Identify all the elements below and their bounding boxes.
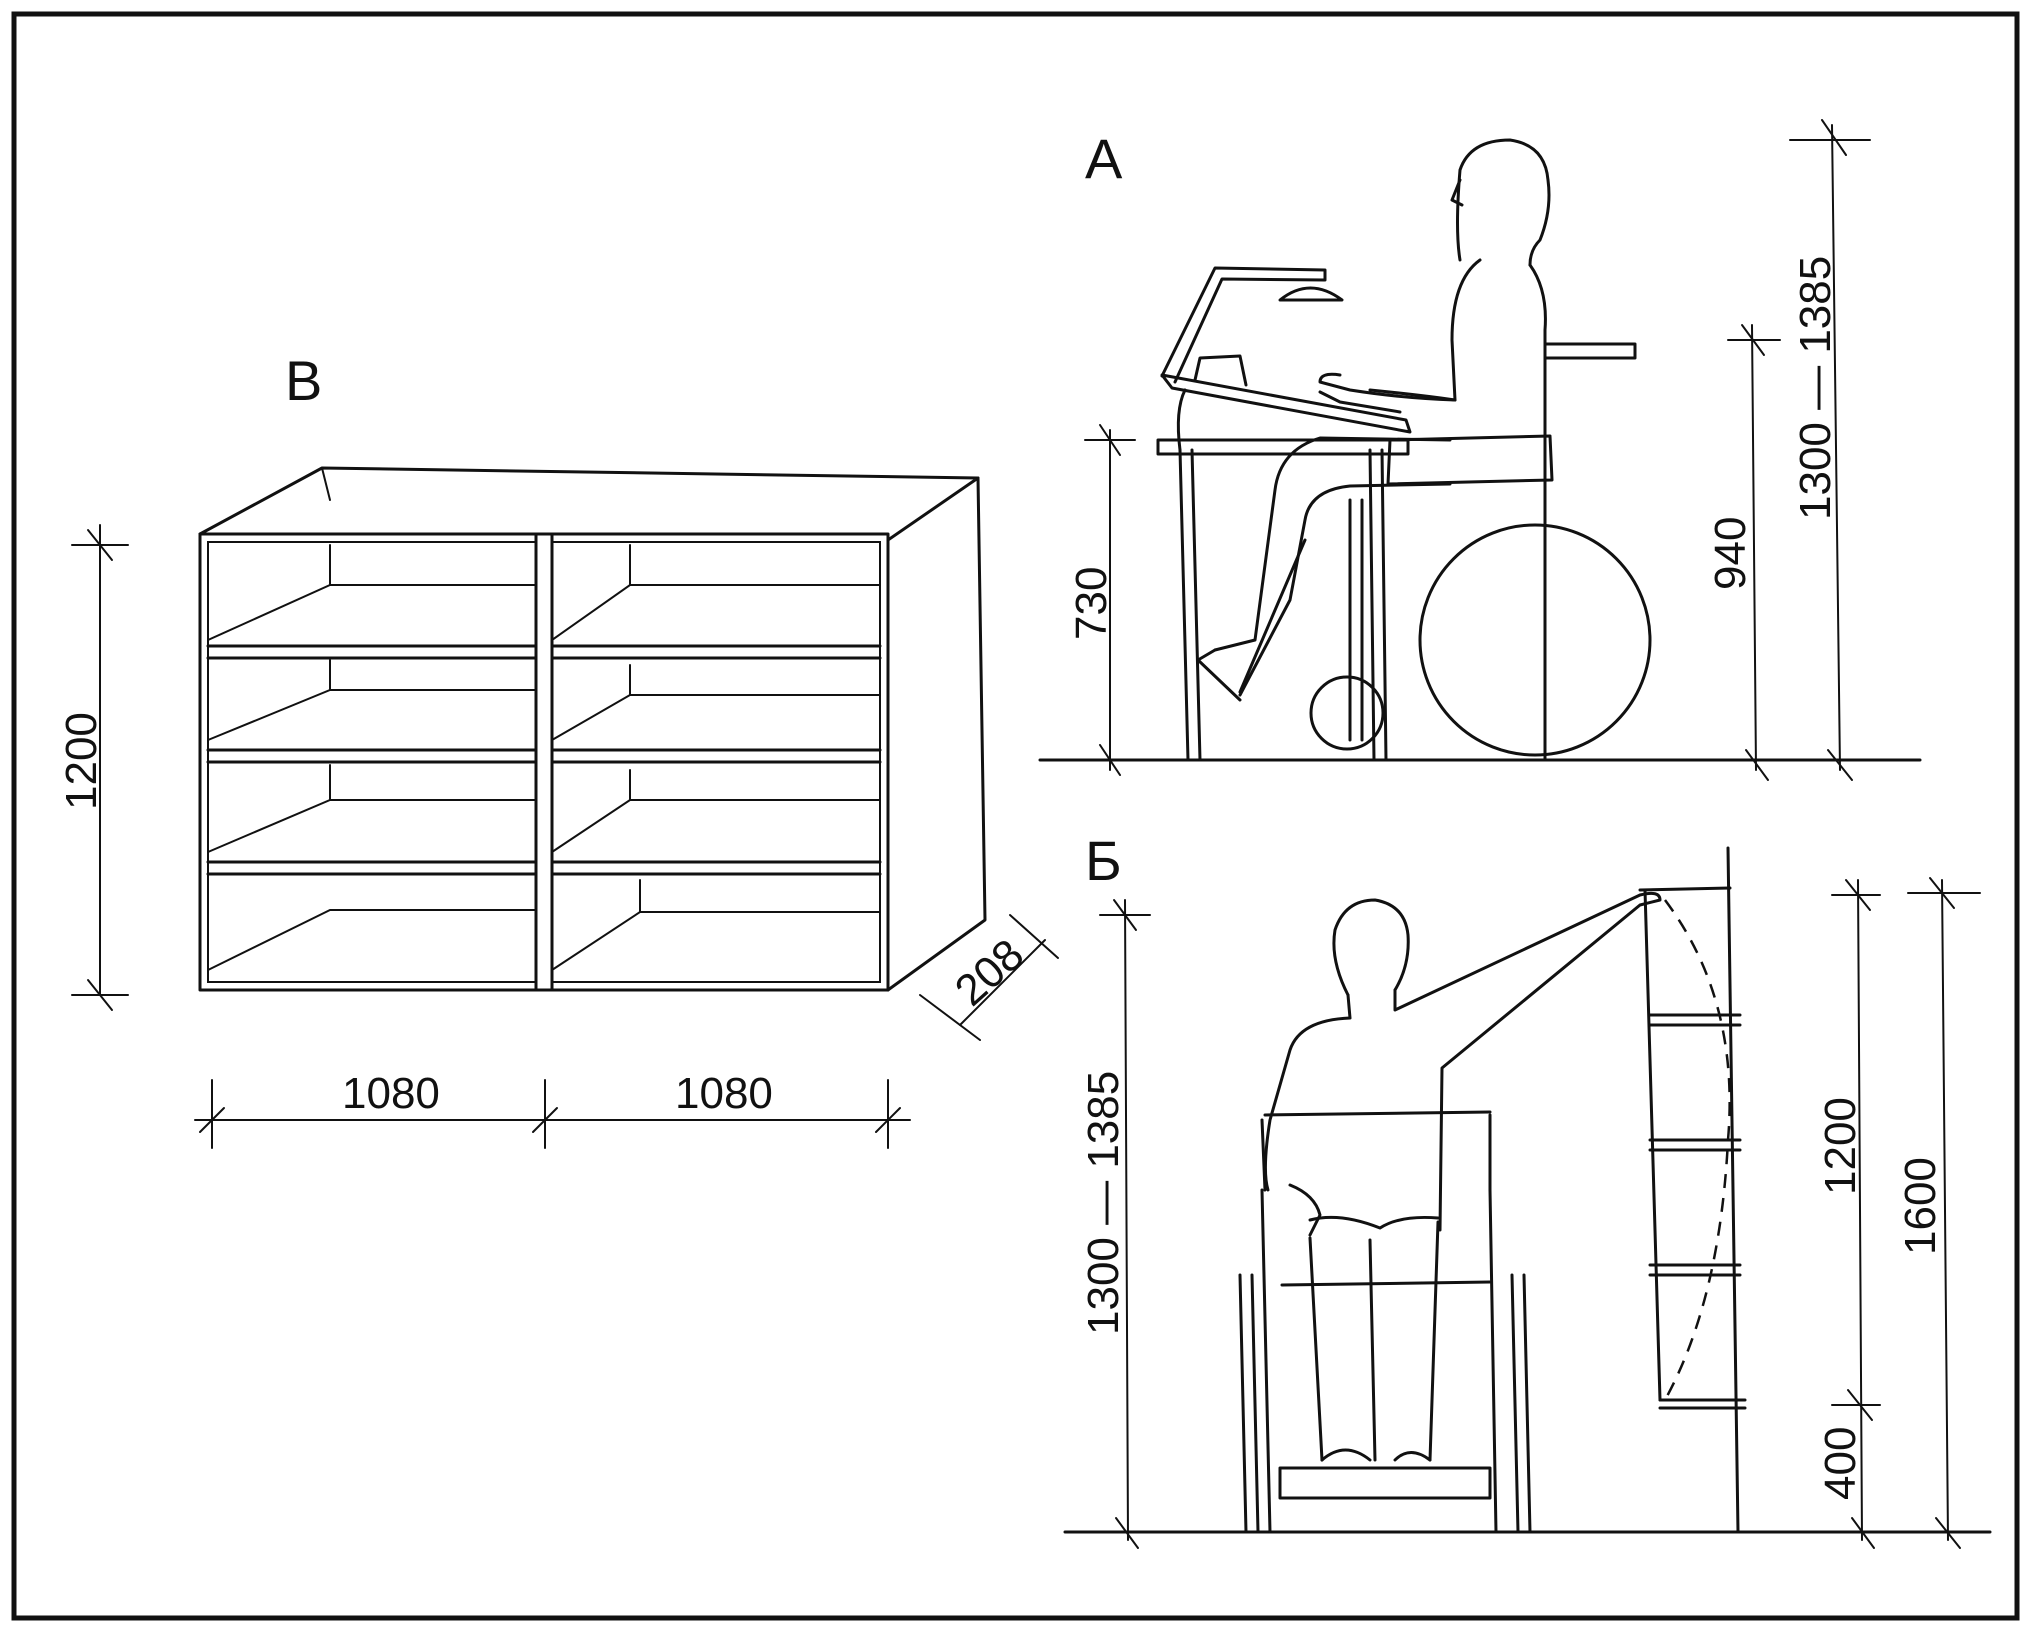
dim-total-height-a: 1300 — 1385 xyxy=(1791,256,1840,520)
dim-cabinet-depth: 208 xyxy=(946,930,1033,1016)
dim-shelf-span: 1200 xyxy=(1816,1097,1865,1195)
cabinet-view xyxy=(71,466,1059,1149)
dim-table-height: 730 xyxy=(1067,567,1116,640)
dim-section-width-left: 1080 xyxy=(342,1069,440,1118)
dim-reach-height-a: 940 xyxy=(1706,517,1755,590)
label-view-a: А xyxy=(1085,127,1123,190)
frame-border xyxy=(11,11,2020,1621)
front-view-shelf xyxy=(1063,846,1992,1549)
dim-reach-height-b: 1300 — 1385 xyxy=(1079,1071,1128,1335)
dim-lower-limit: 400 xyxy=(1816,1427,1865,1500)
dim-upper-limit: 1600 xyxy=(1896,1157,1945,1255)
side-view-desk xyxy=(1038,119,1922,781)
label-view-b: Б xyxy=(1085,829,1122,892)
dim-cabinet-height: 1200 xyxy=(57,712,106,810)
dim-section-width-right: 1080 xyxy=(675,1069,773,1118)
label-view-v: В xyxy=(285,349,322,412)
